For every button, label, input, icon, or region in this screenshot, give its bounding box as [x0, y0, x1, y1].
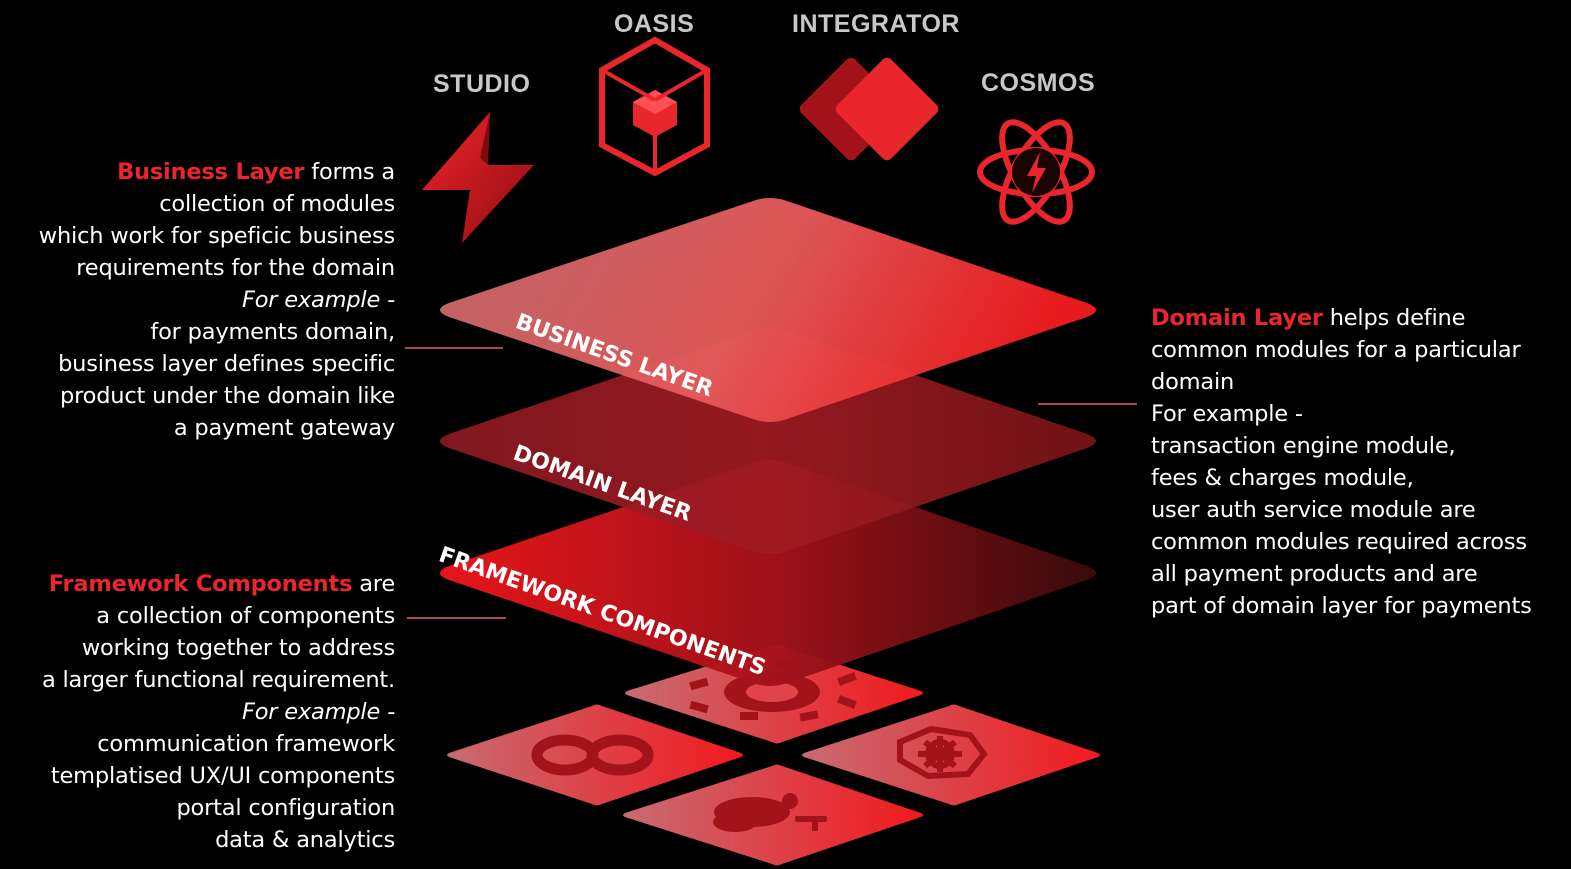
product-label-oasis: OASIS [614, 10, 695, 38]
business-layer-description: Business Layer forms a collection of mod… [38, 159, 395, 441]
framework-components-description: Framework Components are a collection of… [41, 571, 395, 853]
cloud-key-icon [713, 793, 827, 832]
tile-top [625, 644, 923, 744]
business-layer: BUSINESS LAYER [440, 198, 1096, 422]
product-label-studio: STUDIO [433, 70, 531, 98]
framework-components-highlight: Framework Components [48, 571, 353, 597]
tile-right [802, 704, 1100, 806]
domain-layer-description: Domain Layer helps define common modules… [1151, 305, 1532, 619]
gears-icon [689, 662, 857, 722]
overlapping-diamonds-icon [799, 57, 939, 161]
business-layer-highlight: Business Layer [117, 159, 305, 185]
product-label-cosmos: COSMOS [981, 69, 1096, 97]
tile-bottom [623, 764, 923, 866]
component-tiles [447, 644, 1100, 866]
domain-layer-highlight: Domain Layer [1151, 305, 1323, 331]
infinity-loop-icon [531, 734, 654, 776]
lightning-bolt-icon [422, 112, 534, 243]
kubernetes-helm-icon [897, 725, 988, 780]
product-label-integrator: INTEGRATOR [792, 10, 960, 38]
hexagon-cube-icon [599, 36, 710, 177]
tile-left [447, 704, 743, 806]
atom-bolt-icon [977, 119, 1095, 225]
